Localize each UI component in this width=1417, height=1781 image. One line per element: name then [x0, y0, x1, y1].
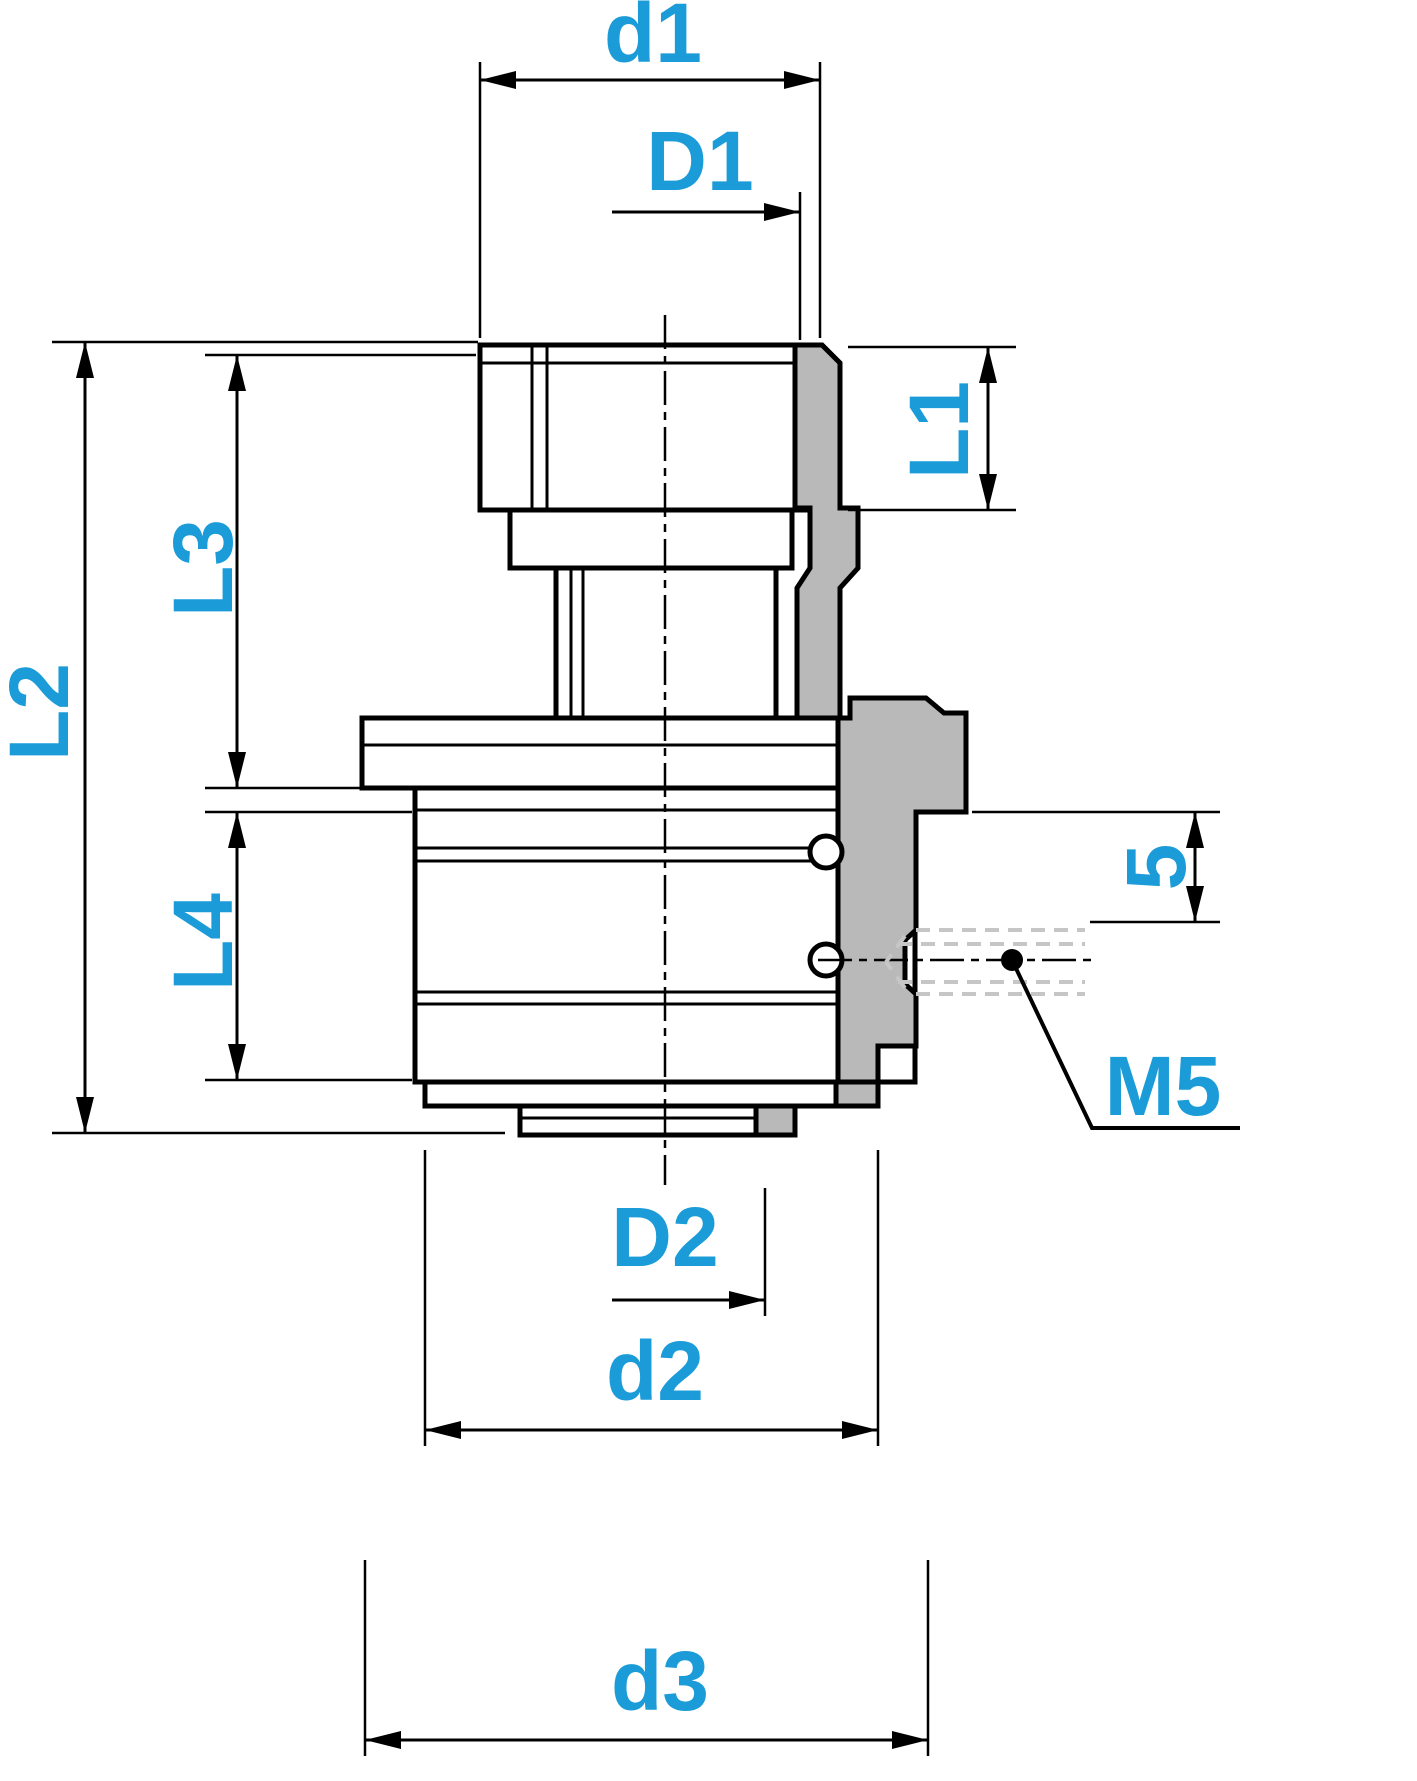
centerlines — [663, 315, 1092, 1185]
body-wall-section — [835, 695, 969, 1085]
dim-label-5: 5 — [1109, 844, 1203, 891]
dimension-arrowheads — [76, 71, 1204, 1749]
mid-step — [507, 507, 795, 571]
dim-label-L4: L4 — [156, 893, 250, 991]
extension-lines — [52, 62, 1220, 1756]
dimension-labels: d1 D1 L1 L2 L3 L4 5 M5 D2 d2 d3 — [0, 0, 1221, 1728]
m5-leader — [1001, 949, 1240, 1130]
bottom-step-1 — [422, 1079, 881, 1109]
dim-label-L1: L1 — [892, 381, 986, 479]
dim-label-L2: L2 — [0, 663, 86, 761]
upper-ball — [807, 833, 845, 871]
dim-label-d2: d2 — [606, 1324, 704, 1418]
dim-label-M5: M5 — [1105, 1039, 1222, 1133]
dim-label-L3: L3 — [156, 519, 250, 617]
dim-label-D2: D2 — [611, 1190, 718, 1284]
dim-label-D1: D1 — [646, 114, 753, 208]
dim-label-d3: d3 — [611, 1634, 709, 1728]
section-cut-fill — [753, 342, 969, 1138]
step1-section — [833, 1079, 881, 1109]
step2-section — [753, 1103, 798, 1138]
upper-wall-section — [792, 342, 861, 721]
bottom-step-2 — [517, 1103, 798, 1138]
top-thread-section — [477, 342, 843, 513]
dim-label-d1: d1 — [604, 0, 702, 80]
m5-phantom-thread — [884, 928, 1085, 996]
